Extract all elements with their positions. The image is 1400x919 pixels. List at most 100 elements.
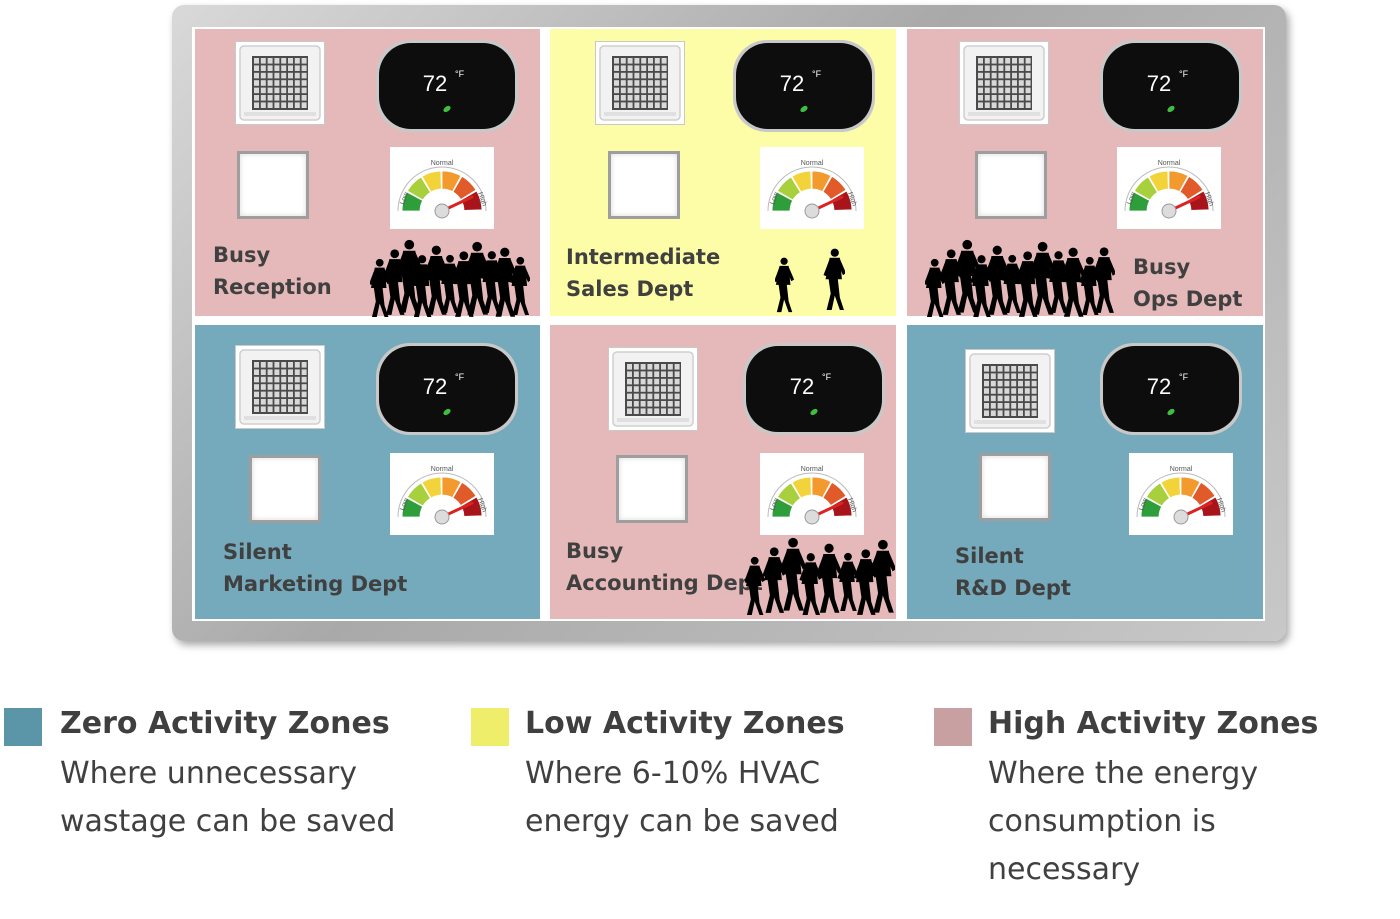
gauge-normal-label: Normal bbox=[1158, 160, 1181, 167]
leaf-icon bbox=[800, 105, 808, 113]
crowd-people-icon bbox=[370, 239, 530, 318]
thermostat-unit: °F bbox=[812, 69, 822, 79]
thermostat-unit: °F bbox=[455, 69, 465, 79]
thermostat-temperature: 72 bbox=[780, 71, 804, 96]
gauge-low-label: Low bbox=[1138, 496, 1149, 511]
ceiling-ac-unit bbox=[959, 41, 1049, 125]
zone-activity-label: Busy bbox=[213, 243, 271, 267]
crowd-people-icon bbox=[745, 537, 895, 616]
zone-department-label: Ops Dept bbox=[1133, 287, 1243, 311]
zone-label: Silent Marketing Dept bbox=[223, 536, 407, 600]
legend-swatch bbox=[934, 708, 972, 746]
zone-department-label: Marketing Dept bbox=[223, 572, 408, 596]
thermostat-temperature: 72 bbox=[1147, 374, 1171, 399]
legend-swatch bbox=[4, 708, 42, 746]
thermostat: 72 °F bbox=[1100, 40, 1242, 132]
ceiling-light-panel bbox=[975, 151, 1047, 219]
zone-activity-label: Silent bbox=[223, 540, 292, 564]
legend-swatch bbox=[471, 708, 509, 746]
legend-description: Where unnecessary wastage can be saved bbox=[60, 750, 395, 846]
gauge-normal-label: Normal bbox=[431, 466, 454, 473]
ceiling-light-panel bbox=[237, 151, 309, 219]
zone-label: Busy Ops Dept bbox=[1133, 251, 1242, 315]
legend-title: Low Activity Zones bbox=[525, 706, 845, 741]
thermostat-temperature: 72 bbox=[1147, 71, 1171, 96]
zone-label: Silent R&D Dept bbox=[955, 540, 1071, 604]
thermostat: 72 °F bbox=[376, 343, 518, 435]
thermostat-temperature: 72 bbox=[790, 374, 814, 399]
thermostat-unit: °F bbox=[455, 372, 465, 382]
gauge-high-label: High bbox=[846, 191, 858, 207]
gauge-high-label: High bbox=[1215, 497, 1227, 513]
leaf-icon bbox=[810, 408, 818, 416]
legend-desc-line: Where the energy bbox=[988, 756, 1259, 791]
gauge-normal-label: Normal bbox=[1170, 466, 1193, 473]
leaf-icon bbox=[443, 408, 451, 416]
legend-desc-line: energy can be saved bbox=[525, 804, 839, 839]
thermostat-unit: °F bbox=[1179, 372, 1189, 382]
zone-department-label: Sales Dept bbox=[566, 277, 694, 301]
thermostat-unit: °F bbox=[1179, 69, 1189, 79]
legend-description: Where 6-10% HVAC energy can be saved bbox=[525, 750, 839, 846]
legend-desc-line: wastage can be saved bbox=[60, 804, 396, 839]
gauge-low-label: Low bbox=[399, 496, 410, 511]
zone-label: Busy Accounting Dept bbox=[566, 535, 763, 599]
gauge-normal-label: Normal bbox=[801, 160, 824, 167]
legend-low-activity: Low Activity Zones Where 6-10% HVAC ener… bbox=[465, 690, 925, 890]
leaf-icon bbox=[1167, 408, 1175, 416]
thermostat-temperature: 72 bbox=[423, 374, 447, 399]
legend-description: Where the energy consumption is necessar… bbox=[988, 750, 1258, 894]
ceiling-light-panel bbox=[249, 455, 321, 523]
thermostat: 72 °F bbox=[1100, 343, 1242, 435]
ceiling-light-panel bbox=[979, 453, 1051, 521]
leaf-icon bbox=[1167, 105, 1175, 113]
legend-title: Zero Activity Zones bbox=[60, 706, 390, 741]
gauge-low-label: Low bbox=[399, 190, 410, 205]
ceiling-ac-unit bbox=[235, 41, 325, 125]
ceiling-ac-unit bbox=[595, 41, 685, 125]
gauge-high-label: High bbox=[476, 497, 488, 513]
ceiling-ac-unit bbox=[608, 347, 698, 431]
thermostat: 72 °F bbox=[733, 40, 875, 132]
legend-title: High Activity Zones bbox=[988, 706, 1319, 741]
ceiling-light-panel bbox=[616, 455, 688, 523]
zone-department-label: R&D Dept bbox=[955, 576, 1071, 600]
gauge-low-label: Low bbox=[769, 496, 780, 511]
zone-activity-label: Silent bbox=[955, 544, 1024, 568]
zone-label: Intermediate Sales Dept bbox=[566, 241, 720, 305]
gauge-low-label: Low bbox=[769, 190, 780, 205]
thermostat: 72 °F bbox=[743, 343, 885, 435]
thermostat-unit: °F bbox=[822, 372, 832, 382]
legend-desc-line: consumption is bbox=[988, 804, 1216, 839]
legend-desc-line: necessary bbox=[988, 852, 1141, 887]
thermostat-temperature: 72 bbox=[423, 71, 447, 96]
thermostat: 72 °F bbox=[376, 40, 518, 132]
two-people-icon bbox=[775, 248, 845, 313]
ceiling-light-panel bbox=[608, 151, 680, 219]
legend-zero-activity: Zero Activity Zones Where unnecessary wa… bbox=[0, 690, 460, 890]
leaf-icon bbox=[443, 105, 451, 113]
gauge-high-label: High bbox=[846, 497, 858, 513]
zone-activity-label: Busy bbox=[566, 539, 624, 563]
gauge-high-label: High bbox=[1203, 191, 1215, 207]
ceiling-ac-unit bbox=[965, 349, 1055, 433]
zone-label: Busy Reception bbox=[213, 239, 332, 303]
zone-activity-label: Busy bbox=[1133, 255, 1191, 279]
gauge-low-label: Low bbox=[1126, 190, 1137, 205]
zone-activity-label: Intermediate bbox=[566, 245, 721, 269]
gauge-high-label: High bbox=[476, 191, 488, 207]
